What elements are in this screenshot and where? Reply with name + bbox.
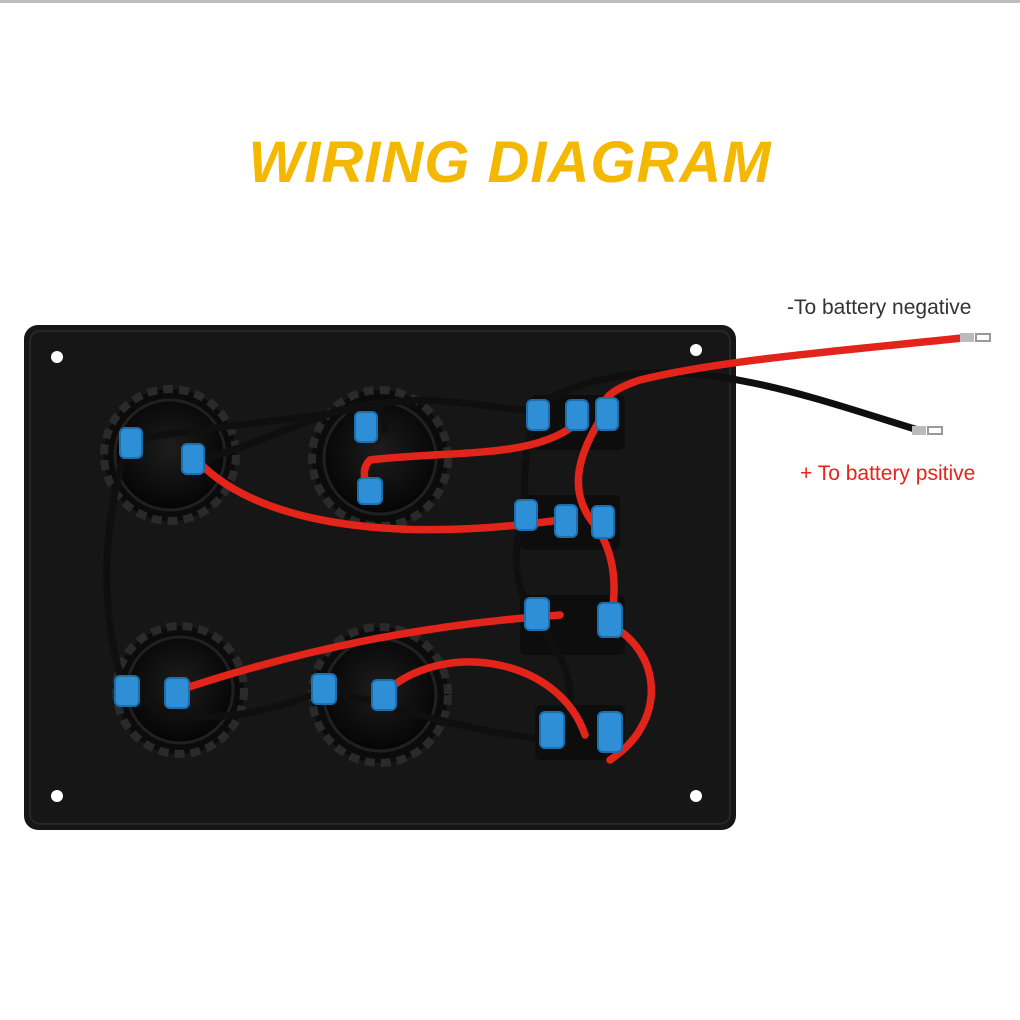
diagram-title: WIRING DIAGRAM [248,130,772,195]
red-wire-battery [600,334,966,416]
terminals [114,397,623,753]
battery-lugs [912,333,991,435]
mounting-hole-tr [690,344,702,356]
top-divider [0,0,1020,3]
mounting-hole-bl [51,790,63,802]
socket-1 [100,385,240,525]
mounting-hole-br [690,790,702,802]
battery-negative-label: -To battery negative [787,296,972,319]
battery-positive-label: + To battery psitive [800,462,976,485]
mounting-hole-tl [51,351,63,363]
